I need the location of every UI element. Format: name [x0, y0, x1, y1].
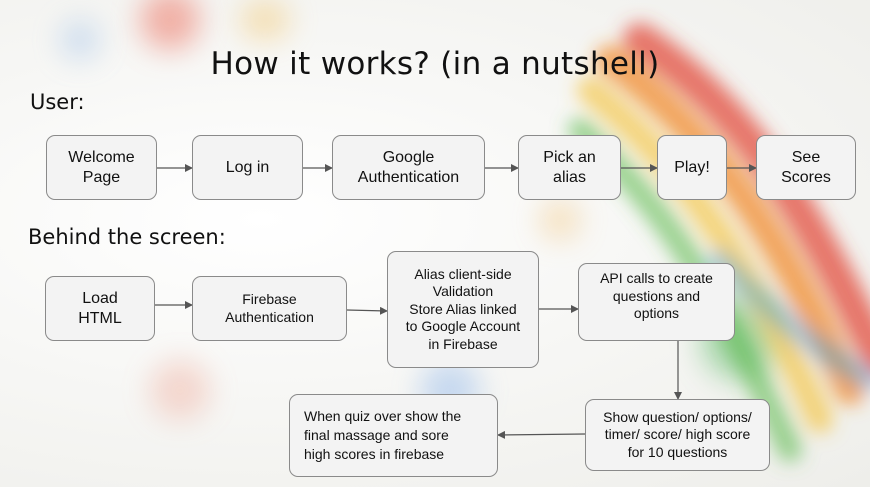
flow-step-api-calls: API calls to create questions and option… — [578, 263, 735, 341]
slide-title: How it works? (in a nutshell) — [210, 46, 660, 82]
section-label-user: User: — [30, 90, 85, 114]
flow-step-firebase-authentication: Firebase Authentication — [192, 276, 347, 341]
background-blob — [150, 360, 210, 420]
background-blob — [240, 0, 290, 40]
flow-step-log-in: Log in — [192, 135, 303, 200]
flow-step-show-question: Show question/ options/ timer/ score/ hi… — [585, 399, 770, 471]
section-label-behind-the-screen: Behind the screen: — [28, 225, 226, 249]
background-blob — [60, 20, 100, 60]
background-blob — [540, 200, 580, 240]
flow-step-pick-alias: Pick an alias — [518, 135, 621, 200]
flow-step-see-scores: See Scores — [756, 135, 856, 200]
flow-step-welcome-page: Welcome Page — [46, 135, 157, 200]
background-blob — [140, 0, 200, 50]
flow-step-load-html: Load HTML — [45, 276, 155, 341]
flow-step-alias-validation: Alias client-side Validation Store Alias… — [387, 251, 539, 368]
flow-step-quiz-over: When quiz over show the final massage an… — [289, 394, 498, 477]
flow-step-play: Play! — [657, 135, 727, 200]
flow-step-google-authentication: Google Authentication — [332, 135, 485, 200]
